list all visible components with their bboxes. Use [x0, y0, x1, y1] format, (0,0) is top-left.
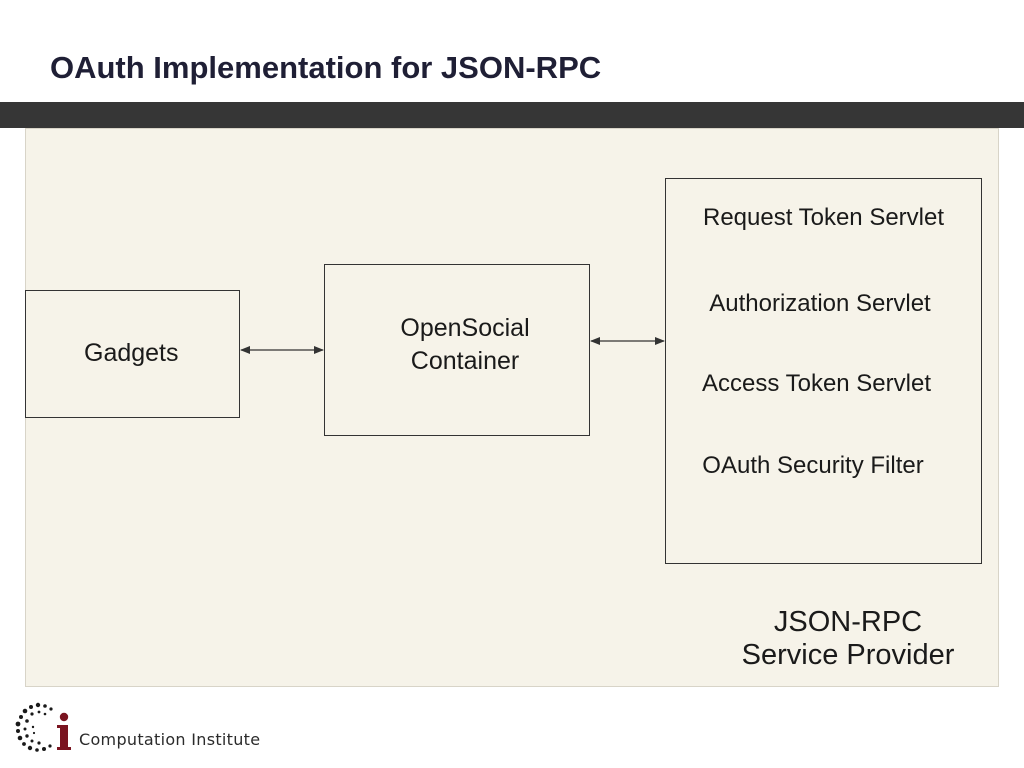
service-provider-box — [665, 178, 982, 564]
container-label-line1: OpenSocial — [400, 314, 530, 342]
slide-title: OAuth Implementation for JSON-RPC — [50, 50, 602, 85]
opensocial-container-box — [324, 264, 590, 436]
container-label-line2: Container — [410, 347, 520, 375]
organization-name: Computation Institute — [79, 730, 261, 749]
ci-logo-icon — [15, 702, 71, 752]
opensocial-container-label: OpenSocial Container — [324, 312, 606, 378]
oauth-security-filter-label: OAuth Security Filter — [702, 452, 924, 479]
service-provider-caption: JSON-RPC Service Provider — [722, 606, 974, 672]
provider-caption-line1: JSON-RPC — [773, 606, 923, 638]
diagram-panel — [25, 128, 999, 687]
gadgets-box — [25, 290, 240, 418]
access-token-servlet-label: Access Token Servlet — [702, 370, 931, 397]
request-token-servlet-label: Request Token Servlet — [702, 204, 945, 231]
gadgets-label: Gadgets — [84, 339, 179, 367]
title-divider-bar — [0, 102, 1024, 128]
provider-caption-line2: Service Provider — [741, 639, 955, 671]
authorization-servlet-label: Authorization Servlet — [709, 290, 931, 317]
